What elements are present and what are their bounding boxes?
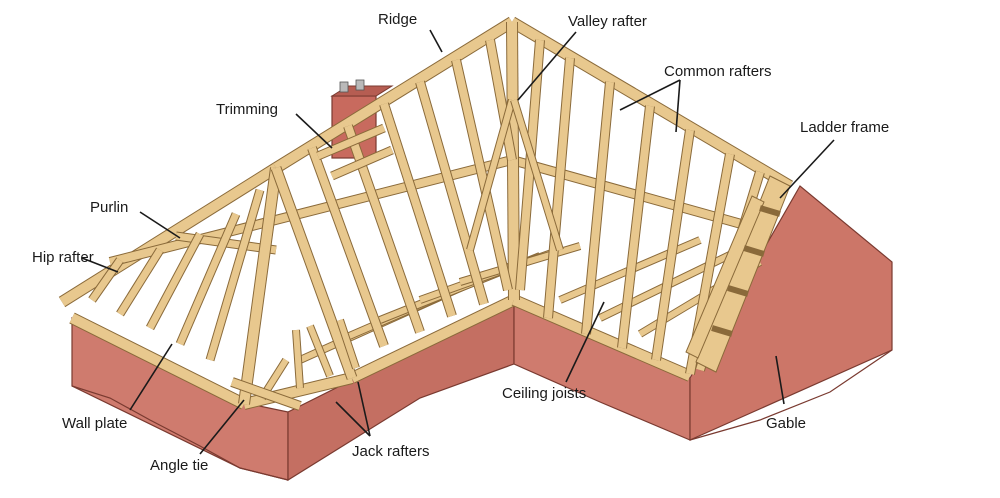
- label-angle-tie: Angle tie: [150, 457, 208, 474]
- common-rafter: [485, 39, 517, 161]
- leader-purlin: [139, 211, 181, 239]
- leader-lines: [81, 29, 835, 455]
- leader-gable: [775, 355, 785, 405]
- label-trimming: Trimming: [216, 101, 278, 118]
- jack-rafter: [175, 212, 241, 346]
- label-valley-rafter: Valley rafter: [568, 13, 647, 30]
- wall-plate-middle: [349, 294, 517, 384]
- valley-rafter: [506, 21, 520, 301]
- label-hip-rafter: Hip rafter: [32, 249, 94, 266]
- jack-rafter: [466, 98, 516, 252]
- jack-rafter: [336, 318, 360, 370]
- leader-common-rafters-1: [619, 79, 681, 111]
- jack-rafter: [306, 324, 334, 378]
- jack-rafter: [205, 188, 265, 362]
- trimming: [316, 123, 386, 161]
- labels: Ridge Valley rafter Common rafters Trimm…: [32, 11, 889, 474]
- common-rafter: [307, 146, 389, 348]
- label-ladder-frame: Ladder frame: [800, 119, 889, 136]
- leader-ridge: [429, 29, 443, 53]
- gable-wall: [689, 185, 893, 441]
- label-common-rafters: Common rafters: [664, 63, 772, 80]
- wall-plate-corner: [242, 372, 354, 410]
- leader-trimming: [295, 113, 333, 149]
- trimming: [330, 145, 394, 181]
- leader-angle-tie: [199, 399, 245, 455]
- wall-plate-right: [511, 294, 693, 382]
- label-ceiling-joists: Ceiling joists: [502, 385, 586, 402]
- common-rafter: [617, 105, 655, 349]
- label-ridge: Ridge: [378, 11, 417, 28]
- leader-ladder-frame: [779, 139, 835, 199]
- common-rafter: [379, 102, 457, 318]
- angle-tie: [230, 377, 302, 411]
- leader-common-rafters-2: [675, 79, 681, 133]
- hip-rafter-middle: [270, 166, 358, 380]
- jack-rafter: [292, 329, 304, 389]
- ridge-right-eave: [508, 16, 794, 192]
- hip-rafter-left: [58, 162, 280, 308]
- wall-plate-left: [69, 312, 247, 410]
- jack-rafter: [88, 257, 124, 303]
- jack-rafter: [116, 247, 164, 317]
- walls: [71, 185, 893, 482]
- label-gable: Gable: [766, 415, 806, 432]
- leader-hip-rafter: [81, 257, 119, 273]
- leader-ceiling-joists: [565, 301, 605, 383]
- leader-jack-rafters-1: [335, 401, 371, 437]
- common-rafter: [651, 129, 695, 361]
- common-rafter: [451, 58, 513, 292]
- common-rafter: [543, 57, 575, 319]
- common-rafter: [415, 80, 489, 306]
- timber-frame: [58, 16, 794, 411]
- jack-rafter: [146, 231, 204, 331]
- label-wall-plate: Wall plate: [62, 415, 127, 432]
- label-purlin: Purlin: [90, 199, 128, 216]
- leader-jack-rafters-2: [357, 381, 371, 437]
- label-jack-rafters: Jack rafters: [352, 443, 430, 460]
- leader-valley-rafter: [517, 31, 577, 101]
- ladder-frame: [685, 175, 791, 373]
- ridge-main: [272, 16, 516, 174]
- hip-rafter-front: [238, 167, 282, 405]
- common-rafter: [581, 81, 615, 335]
- leader-wall-plate: [129, 343, 173, 411]
- jack-rafter: [510, 98, 564, 252]
